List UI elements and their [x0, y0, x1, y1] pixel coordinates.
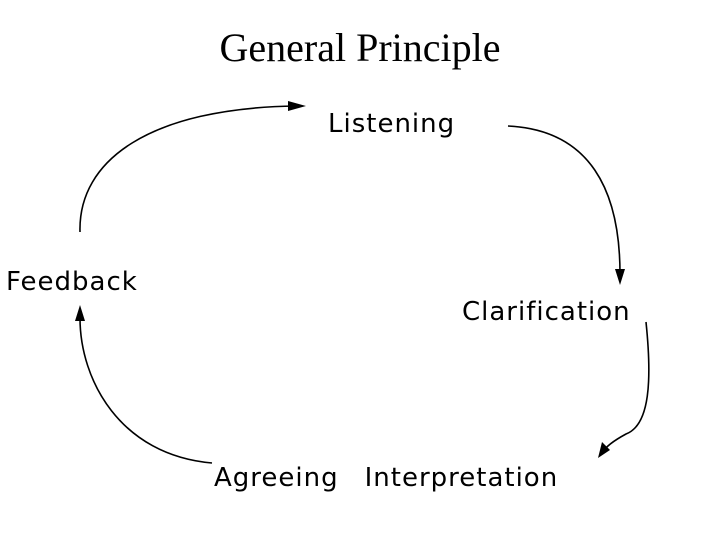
- diagram-title: General Principle: [219, 25, 501, 70]
- arrow-listening-to-clarification: [507, 125, 625, 285]
- node-clarification: Clarification: [462, 297, 631, 327]
- node-group-bottom: Agreeing Interpretation: [214, 462, 558, 494]
- node-feedback: Feedback: [6, 267, 138, 297]
- node-listening: Listening: [328, 109, 456, 139]
- node-interpretation: Interpretation: [364, 463, 559, 493]
- arrow-feedback-to-listening: [79, 101, 306, 233]
- arrow-agreeing-to-feedback: [75, 305, 213, 464]
- node-agreeing: Agreeing: [214, 463, 339, 493]
- arrow-clarification-to-interpretation: [598, 321, 650, 458]
